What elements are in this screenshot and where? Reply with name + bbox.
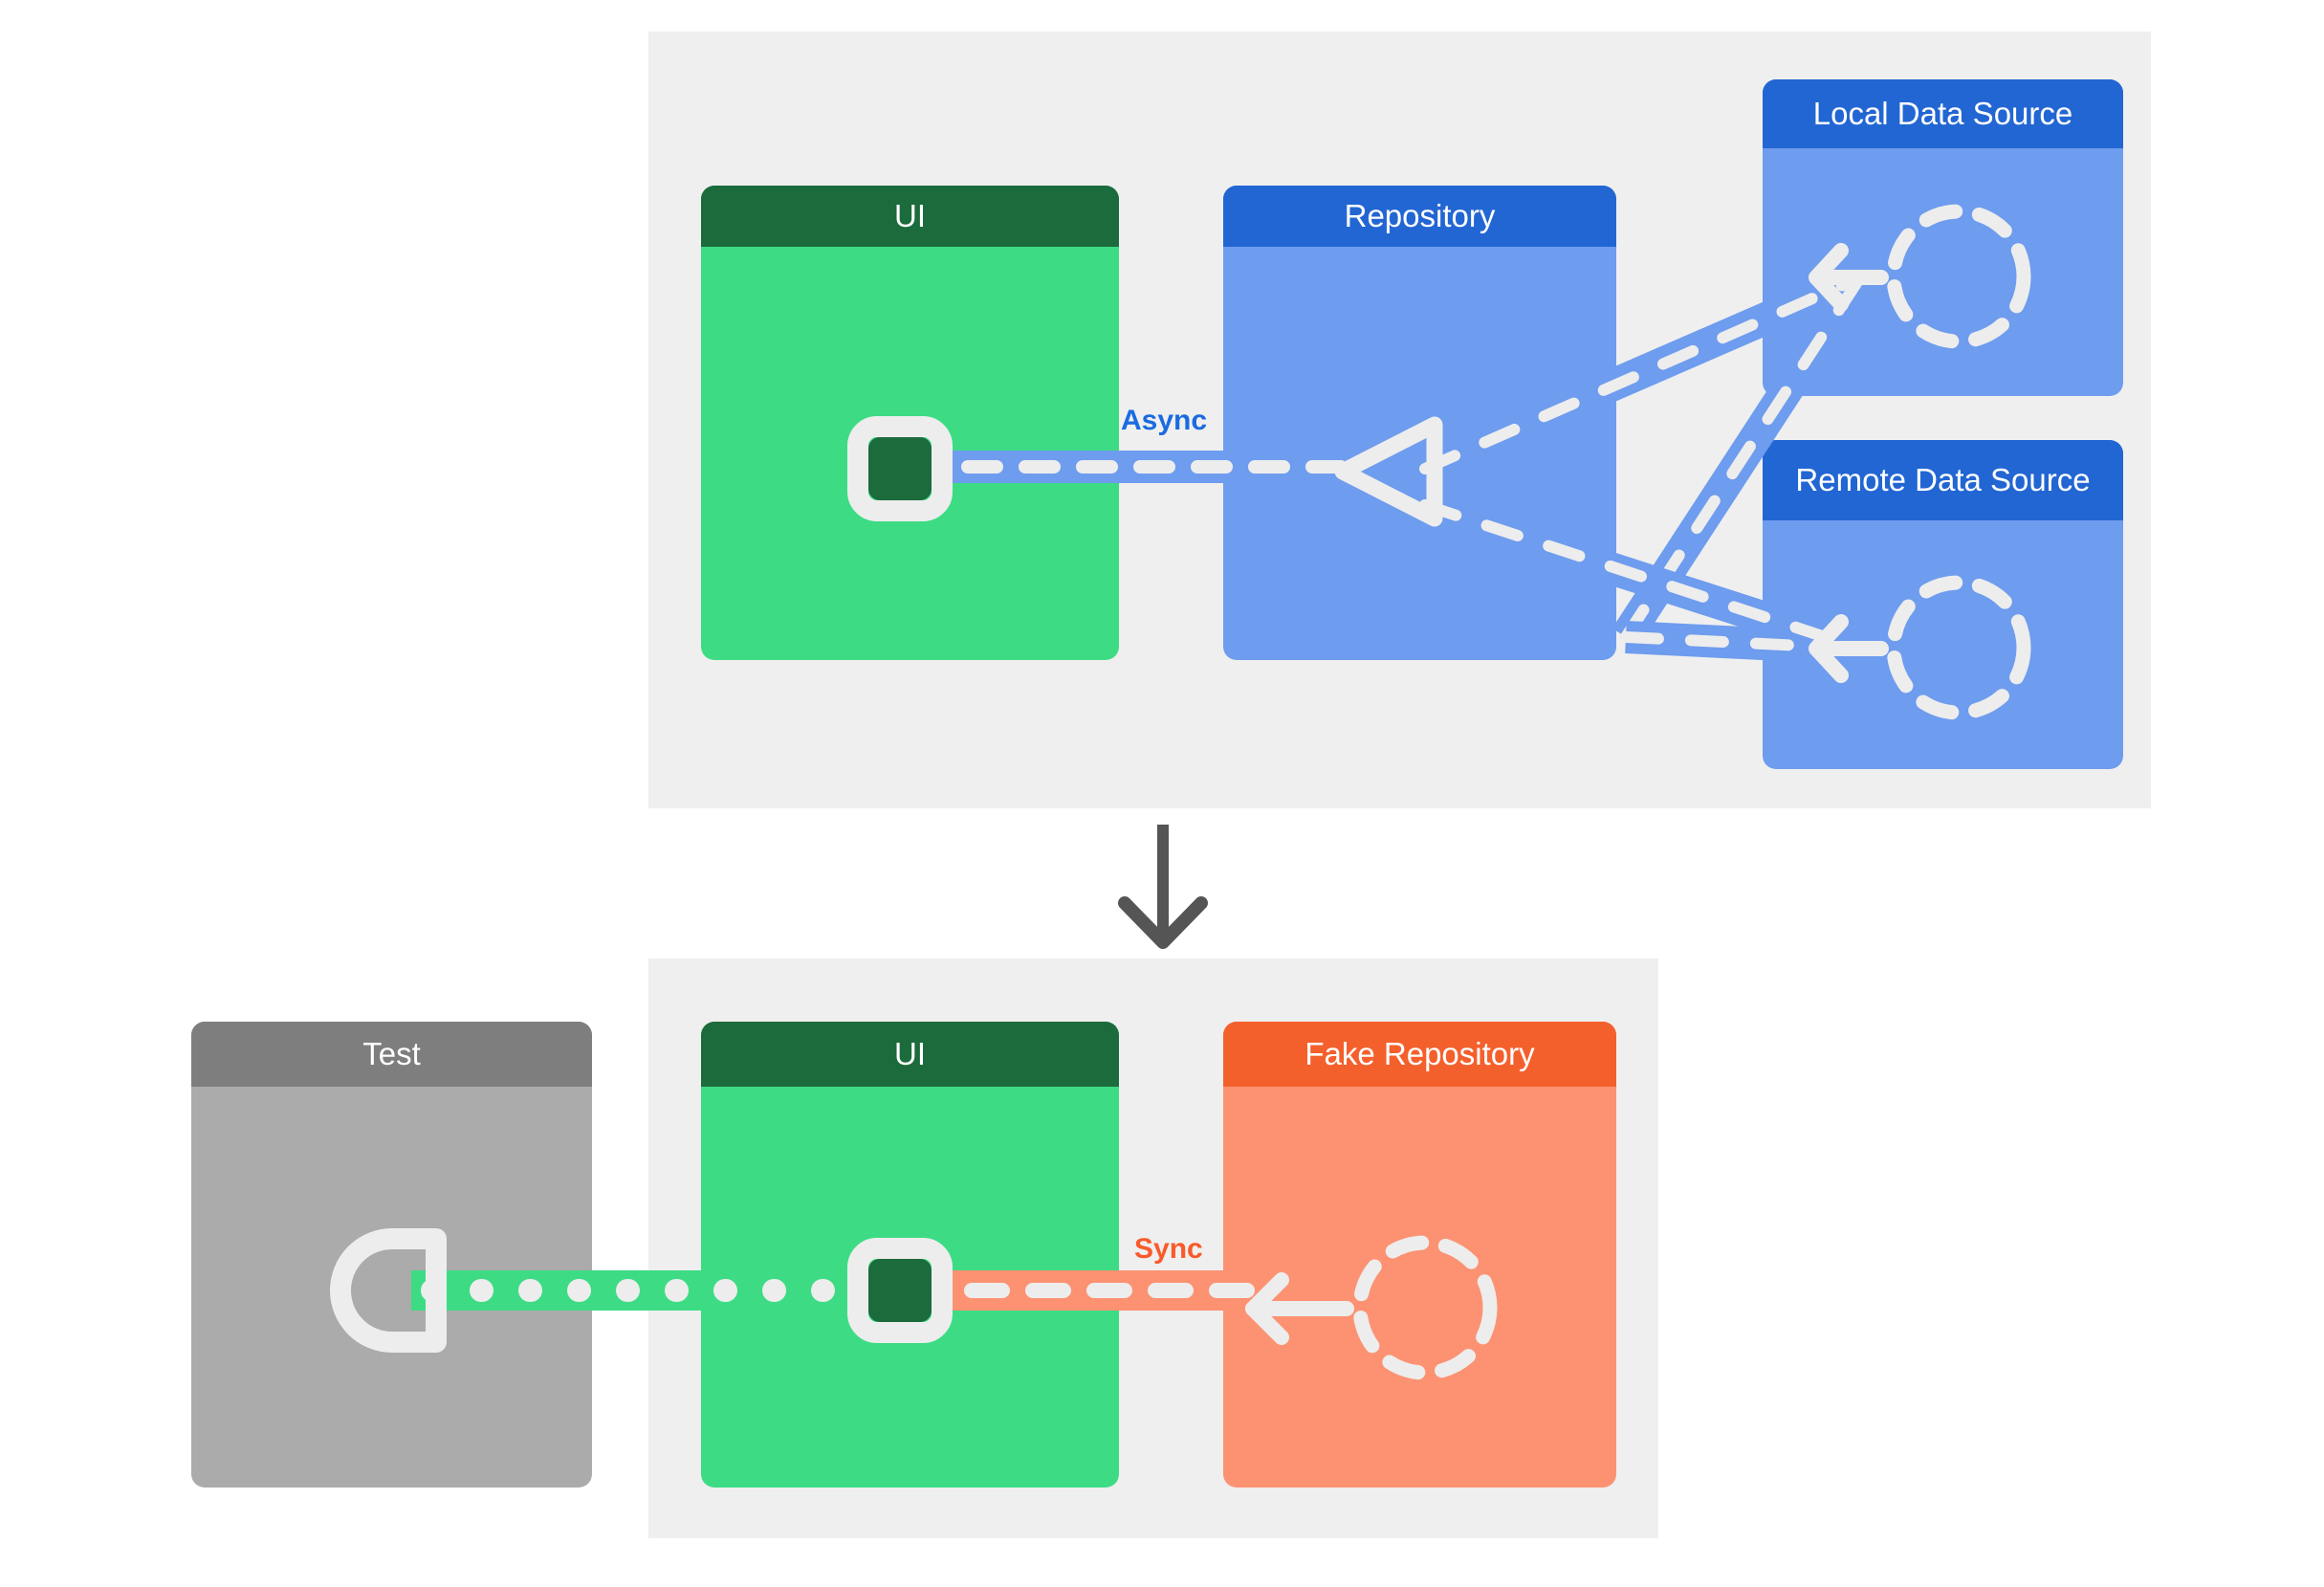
node-fake-repository-header: Fake Repository (1223, 1022, 1616, 1087)
node-repository-title: Repository (1344, 197, 1496, 233)
node-remote-data-source[interactable]: Remote Data Source (1763, 440, 2123, 769)
node-repository-header: Repository (1223, 186, 1616, 247)
node-fake-repository-body (1223, 1087, 1616, 1488)
node-fake-repository[interactable]: Fake Repository (1223, 1022, 1616, 1488)
node-test-title: Test (362, 1035, 421, 1071)
node-fake-repository-title: Fake Repository (1305, 1035, 1535, 1071)
node-remote-data-source-header: Remote Data Source (1763, 440, 2123, 520)
node-local-data-source-header: Local Data Source (1763, 79, 2123, 148)
edge-label-async: Async (1121, 405, 1208, 436)
node-ui-title: UI (894, 197, 926, 233)
node-local-data-source[interactable]: Local Data Source (1763, 79, 2123, 396)
node-ui-test-body (701, 1087, 1119, 1488)
node-ui-body (701, 247, 1119, 660)
node-ui-test[interactable]: UI (701, 1022, 1119, 1488)
down-arrow-icon (1118, 825, 1208, 949)
edge-label-sync: Sync (1134, 1233, 1203, 1265)
node-test-body (191, 1087, 592, 1488)
node-remote-data-source-body (1763, 520, 2123, 769)
node-repository-body (1223, 247, 1616, 660)
node-test[interactable]: Test (191, 1022, 592, 1488)
node-ui-test-header: UI (701, 1022, 1119, 1087)
node-local-data-source-body (1763, 148, 2123, 396)
node-ui-header: UI (701, 186, 1119, 247)
node-repository[interactable]: Repository (1223, 186, 1616, 660)
node-test-header: Test (191, 1022, 592, 1087)
node-ui-test-title: UI (894, 1035, 926, 1071)
node-ui[interactable]: UI (701, 186, 1119, 660)
node-local-data-source-title: Local Data Source (1812, 95, 2073, 131)
node-remote-data-source-title: Remote Data Source (1795, 461, 2091, 497)
